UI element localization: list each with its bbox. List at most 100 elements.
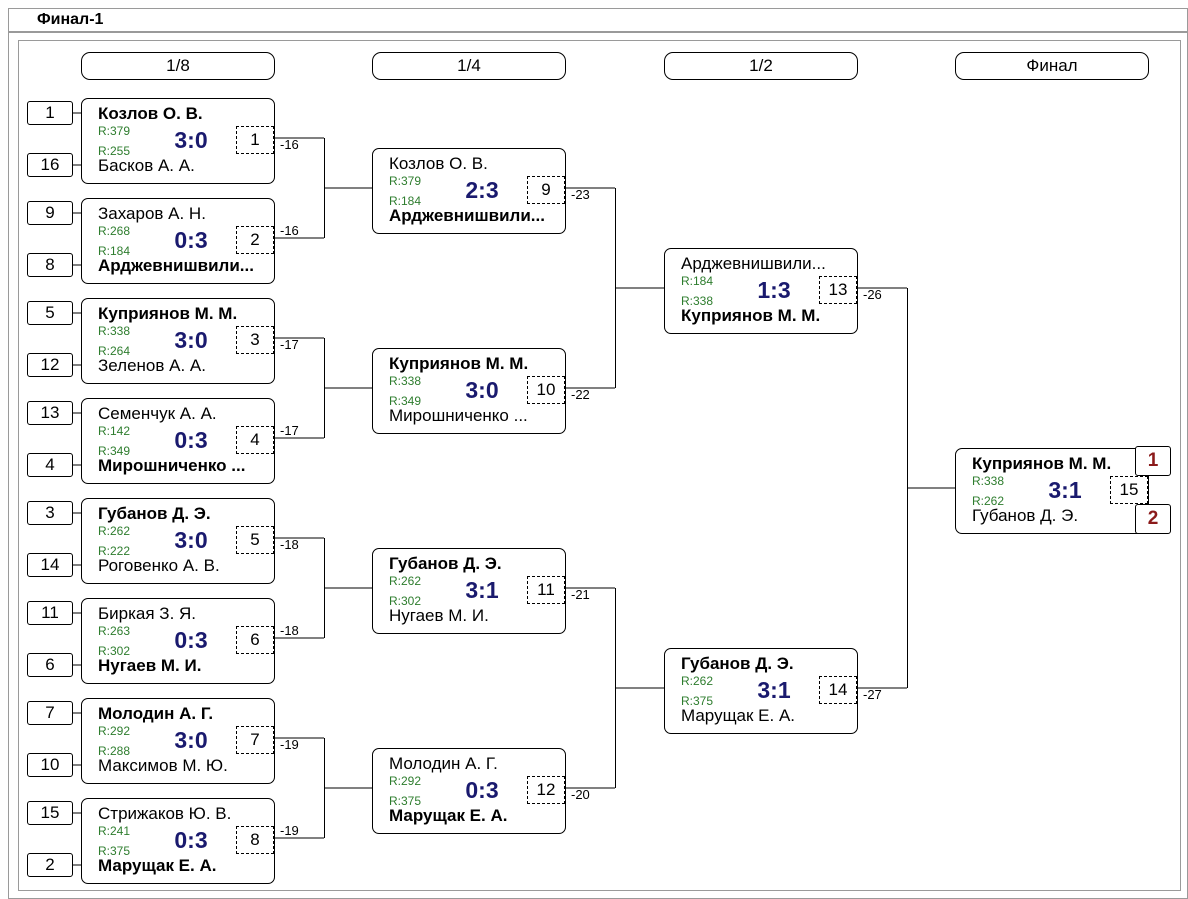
seed-box: 8 <box>27 253 73 277</box>
player-top-rating: R:292 <box>98 724 131 738</box>
player-top-name: Губанов Д. Э. <box>98 504 211 523</box>
player-top-rating: R:184 <box>681 274 714 288</box>
match-score: 3:0 <box>465 377 499 403</box>
loser-destination: -27 <box>863 687 882 702</box>
player-bot-rating: R:262 <box>972 494 1005 508</box>
match-score: 3:1 <box>1048 477 1082 503</box>
seed-box: 14 <box>27 553 73 577</box>
player-top-name: Биркая З. Я. <box>98 604 197 623</box>
seed-box: 7 <box>27 701 73 725</box>
player-bottom-name: Марущак Е. А. <box>681 706 796 725</box>
player-top-rating: R:262 <box>389 574 422 588</box>
player-top-name: Козлов О. В. <box>98 104 203 123</box>
loser-destination: -23 <box>571 187 590 202</box>
player-top-rating: R:263 <box>98 624 131 638</box>
seed-box: 9 <box>27 201 73 225</box>
player-top-name: Куприянов М. М. <box>98 304 238 323</box>
loser-destination: -22 <box>571 387 590 402</box>
player-bottom-name: Нугаев М. И. <box>98 656 202 675</box>
seed-box: 6 <box>27 653 73 677</box>
player-top-rating: R:338 <box>98 324 131 338</box>
match-score: 0:3 <box>174 227 208 253</box>
seed-box: 2 <box>27 853 73 877</box>
match-number: 2 <box>236 226 274 254</box>
match-score: 3:0 <box>174 727 208 753</box>
loser-destination: -19 <box>280 737 299 752</box>
match-number: 3 <box>236 326 274 354</box>
loser-destination: -16 <box>280 223 299 238</box>
match-number: 7 <box>236 726 274 754</box>
player-top-name: Куприянов М. М. <box>972 454 1112 473</box>
match-number: 1 <box>236 126 274 154</box>
player-bottom-name: Мирошниченко ... <box>98 456 246 475</box>
loser-destination: -16 <box>280 137 299 152</box>
match-number: 6 <box>236 626 274 654</box>
player-bottom-name: Зеленов А. А. <box>98 356 206 375</box>
player-top-rating: R:338 <box>389 374 422 388</box>
bracket-area <box>18 40 1181 891</box>
match-number: 4 <box>236 426 274 454</box>
seed-box: 10 <box>27 753 73 777</box>
match-number: 13 <box>819 276 857 304</box>
player-bot-rating: R:375 <box>389 794 422 808</box>
place-1-badge: 1 <box>1135 446 1171 476</box>
loser-destination: -26 <box>863 287 882 302</box>
player-bot-rating: R:302 <box>389 594 422 608</box>
player-top-name: Молодин А. Г. <box>98 704 214 723</box>
player-top-name: Стрижаков Ю. В. <box>98 804 232 823</box>
player-bottom-name: Арджевнишвили... <box>389 206 545 225</box>
match-score: 0:3 <box>174 427 208 453</box>
round-header: 1/8 <box>81 52 275 80</box>
match-number: 15 <box>1110 476 1148 504</box>
seed-box: 15 <box>27 801 73 825</box>
seed-box: 5 <box>27 301 73 325</box>
player-bot-rating: R:375 <box>98 844 131 858</box>
player-top-name: Молодин А. Г. <box>389 754 498 773</box>
seed-box: 11 <box>27 601 73 625</box>
window-title-bar: Финал-1 <box>8 8 1188 32</box>
seed-box: 3 <box>27 501 73 525</box>
player-top-rating: R:338 <box>972 474 1005 488</box>
seed-box: 12 <box>27 353 73 377</box>
player-bot-rating: R:338 <box>681 294 714 308</box>
loser-destination: -20 <box>571 787 590 802</box>
player-top-rating: R:262 <box>681 674 714 688</box>
player-bottom-name: Арджевнишвили... <box>98 256 254 275</box>
match-score: 3:1 <box>757 677 791 703</box>
loser-destination: -17 <box>280 423 299 438</box>
match-score: 2:3 <box>465 177 499 203</box>
player-top-rating: R:241 <box>98 824 131 838</box>
match-number: 14 <box>819 676 857 704</box>
player-bot-rating: R:184 <box>389 194 422 208</box>
match-score: 3:1 <box>465 577 499 603</box>
player-top-name: Губанов Д. Э. <box>389 554 502 573</box>
player-top-name: Куприянов М. М. <box>389 354 529 373</box>
player-top-name: Семенчук А. А. <box>98 404 217 423</box>
match-score: 0:3 <box>174 627 208 653</box>
player-bottom-name: Мирошниченко ... <box>389 406 528 425</box>
loser-destination: -18 <box>280 537 299 552</box>
loser-destination: -17 <box>280 337 299 352</box>
round-header: 1/2 <box>664 52 858 80</box>
match-number: 10 <box>527 376 565 404</box>
player-bot-rating: R:349 <box>389 394 422 408</box>
player-top-rating: R:292 <box>389 774 422 788</box>
player-bot-rating: R:288 <box>98 744 131 758</box>
player-top-name: Губанов Д. Э. <box>681 654 794 673</box>
